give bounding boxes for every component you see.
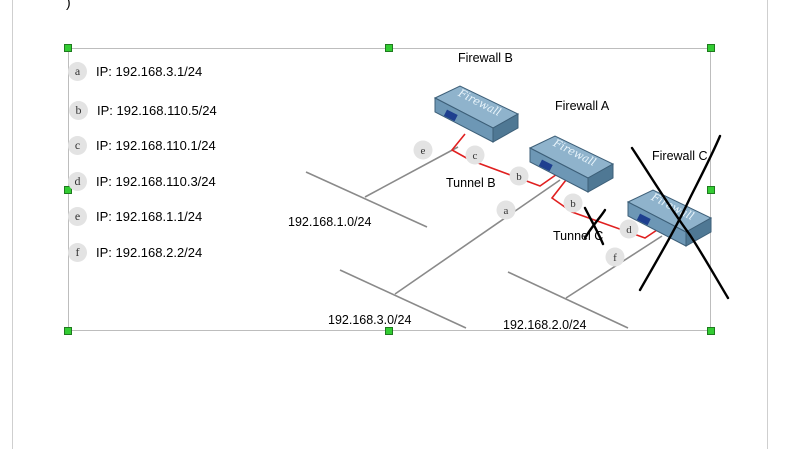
legend-item-e: e IP: 192.168.1.1/24 [68, 206, 202, 226]
legend-ip: IP: 192.168.3.1/24 [96, 63, 203, 79]
firewall-b-label: Firewall B [458, 51, 513, 65]
tunnel-b-label: Tunnel B [446, 176, 496, 190]
legend-bullet: d [68, 171, 87, 191]
marker-b-2-text: b [570, 198, 576, 210]
resize-handle-bottom-left[interactable] [64, 327, 72, 335]
marker-e [413, 140, 433, 160]
network-1-label: 192.168.1.0/24 [288, 215, 371, 229]
legend-bullet: e [68, 206, 87, 226]
firewall-a-device[interactable]: Firewall [528, 135, 615, 193]
legend-item-f: f IP: 192.168.2.2/24 [68, 242, 202, 262]
document-page [12, 0, 768, 449]
legend-bullet: f [68, 242, 87, 262]
marker-a-text: a [504, 205, 509, 217]
small-x-stroke-2 [583, 208, 607, 240]
firewall-b-device[interactable]: Firewall [433, 85, 520, 143]
lan-1-segment [305, 171, 428, 228]
network-3-label: 192.168.3.0/24 [328, 313, 411, 327]
legend-ip: IP: 192.168.110.3/24 [96, 173, 216, 189]
marker-f [605, 247, 625, 267]
legend-bullet: a [68, 61, 87, 81]
lan-1-uplink [364, 146, 459, 198]
marker-d-text: d [626, 224, 632, 236]
resize-handle-top-right[interactable] [707, 44, 715, 52]
legend-item-c: c IP: 192.168.110.1/24 [68, 135, 216, 155]
firewall-c-label: Firewall C [652, 149, 708, 163]
lan-3-uplink [394, 179, 561, 295]
tunnel-c-label: Tunnel C [553, 229, 603, 243]
legend-ip: IP: 192.168.110.1/24 [96, 137, 216, 153]
marker-c [465, 145, 485, 165]
resize-handle-top[interactable] [385, 44, 393, 52]
lan-2-uplink [565, 235, 663, 299]
lan-3-segment [339, 269, 467, 329]
network-2-label: 192.168.2.0/24 [503, 318, 586, 332]
resize-handle-right[interactable] [707, 186, 715, 194]
resize-handle-top-left[interactable] [64, 44, 72, 52]
legend-ip: IP: 192.168.1.1/24 [96, 208, 203, 224]
large-x-stroke-2 [638, 134, 722, 292]
resize-handle-bottom-right[interactable] [707, 327, 715, 335]
marker-a [496, 200, 516, 220]
large-x-stroke-1 [630, 146, 730, 300]
legend-item-b: b IP: 192.168.110.5/24 [69, 100, 217, 120]
legend-ip: IP: 192.168.2.2/24 [96, 244, 203, 260]
interface-markers: e c b a b d f [413, 140, 639, 267]
marker-b-text: b [516, 171, 522, 183]
resize-handle-bottom[interactable] [385, 327, 393, 335]
firewall-a-label: Firewall A [555, 99, 610, 113]
stray-text: ) [66, 0, 71, 10]
legend-ip: IP: 192.168.110.5/24 [97, 102, 217, 118]
handwritten-annotations [583, 134, 730, 300]
resize-handle-left[interactable] [64, 186, 72, 194]
legend-bullet: c [68, 135, 87, 155]
lan-lines [305, 146, 663, 329]
marker-d [619, 219, 639, 239]
marker-e-text: e [421, 145, 426, 157]
lan-2-segment [507, 271, 629, 329]
marker-b-2 [563, 193, 583, 213]
marker-c-text: c [473, 150, 478, 162]
marker-f-text: f [613, 252, 617, 264]
legend-item-a: a IP: 192.168.3.1/24 [68, 61, 202, 81]
legend-item-d: d IP: 192.168.110.3/24 [68, 171, 216, 191]
marker-b [509, 166, 529, 186]
legend-bullet: b [69, 100, 88, 120]
